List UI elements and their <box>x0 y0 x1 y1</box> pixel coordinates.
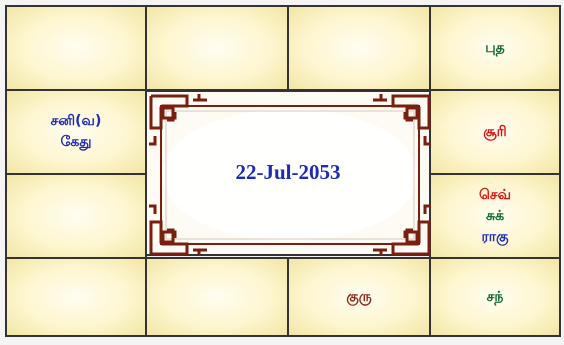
planet-label: சந் <box>487 289 504 306</box>
house-cell: சூரி <box>429 89 561 175</box>
house-planets: குரு <box>289 259 429 335</box>
planet-label: ராகு <box>482 229 509 246</box>
planet-label: சனி(வ) <box>51 113 102 130</box>
planet-label: புத <box>485 40 505 57</box>
planet-label: சுக் <box>486 208 504 225</box>
house-planets <box>147 259 287 335</box>
house-cell <box>5 257 147 337</box>
house-planets <box>289 7 429 89</box>
house-cell <box>5 5 147 91</box>
house-cell <box>287 5 431 91</box>
house-planets: செவ் சுக் ராகு <box>431 175 559 257</box>
planet-label: சூரி <box>483 124 506 141</box>
house-cell: சந் <box>429 257 561 337</box>
chart-date: 22-Jul-2053 <box>147 160 429 185</box>
house-planets: சூரி <box>431 91 559 173</box>
house-cell: குரு <box>287 257 431 337</box>
house-planets <box>7 175 145 257</box>
house-planets: சனி(வ) கேது <box>7 91 145 173</box>
house-cell <box>145 257 289 337</box>
house-planets: புத <box>431 7 559 89</box>
house-cell: சனி(வ) கேது <box>5 89 147 175</box>
planet-label: குரு <box>346 289 371 306</box>
house-planets: சந் <box>431 259 559 335</box>
planet-label: செவ் <box>479 187 511 204</box>
house-planets <box>147 7 287 89</box>
house-cell <box>145 5 289 91</box>
house-cell: செவ் சுக் ராகு <box>429 173 561 259</box>
house-planets <box>7 259 145 335</box>
house-planets <box>7 7 145 89</box>
house-cell <box>5 173 147 259</box>
planet-label: கேது <box>60 134 91 151</box>
house-cell: புத <box>429 5 561 91</box>
center-panel: 22-Jul-2053 <box>145 90 431 256</box>
